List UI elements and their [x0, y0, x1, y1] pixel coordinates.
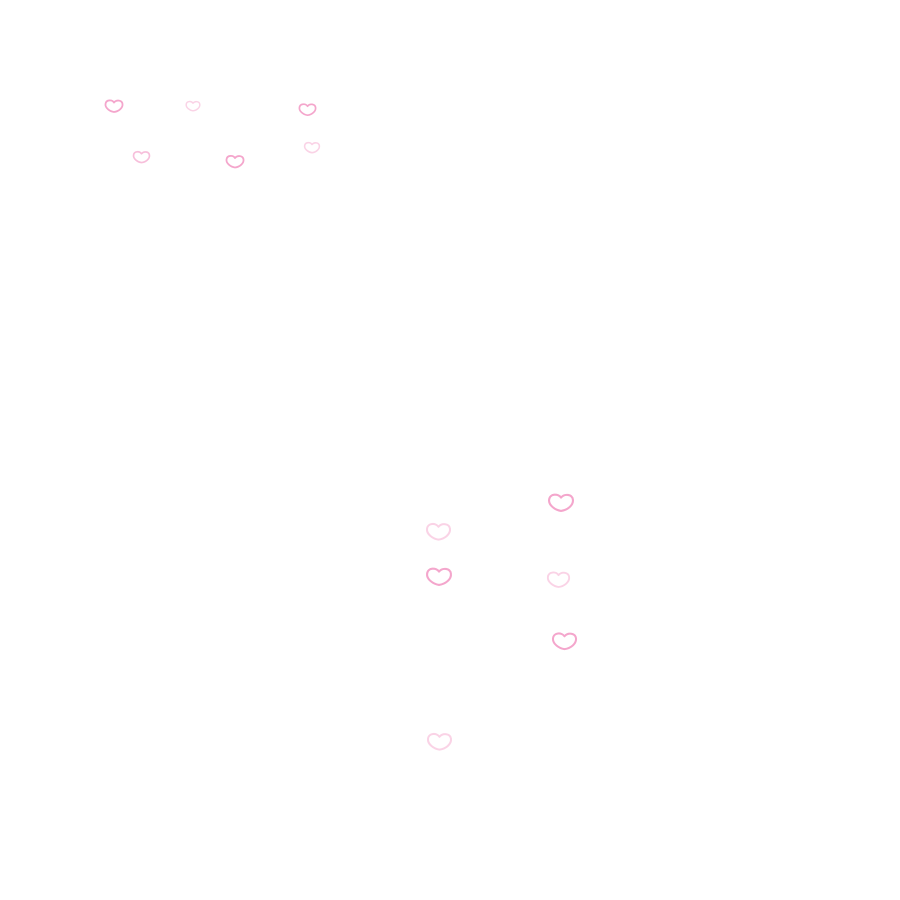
heart-icon	[426, 567, 452, 586]
heart-icon	[552, 632, 577, 651]
heart-icon	[303, 141, 321, 154]
heart-icon	[548, 493, 574, 512]
heart-icon	[298, 103, 317, 117]
heart-icon	[132, 150, 151, 164]
heart-icon	[426, 522, 451, 541]
heart-icon	[104, 99, 124, 113]
heart-icon	[225, 155, 245, 169]
heart-icon	[427, 732, 452, 751]
heart-icon	[546, 571, 571, 588]
heart-icon	[185, 100, 201, 112]
